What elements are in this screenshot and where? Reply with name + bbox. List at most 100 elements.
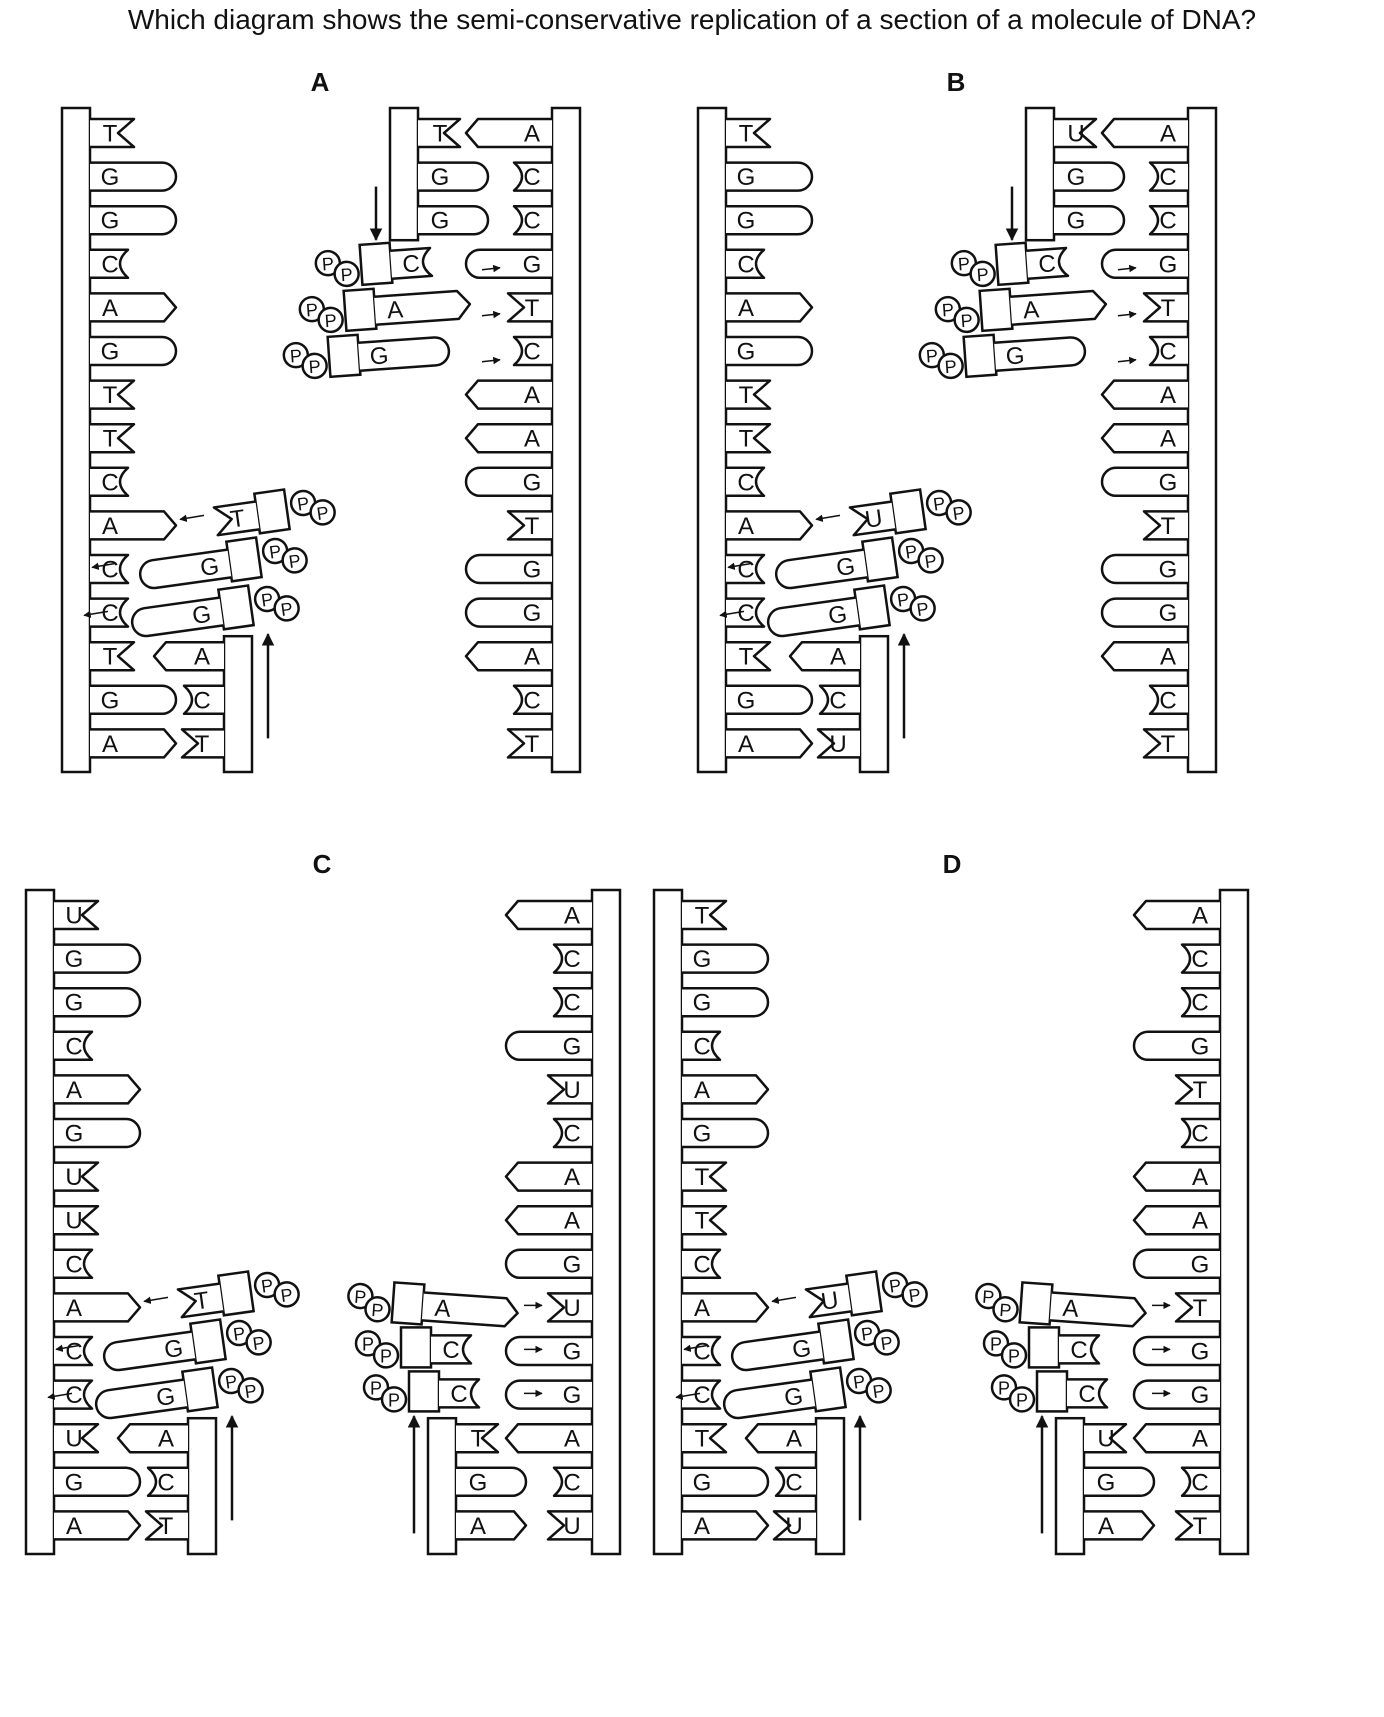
left-parent-base-11-label: C — [693, 1382, 710, 1409]
left-new-base-1 — [774, 1466, 816, 1498]
left-free-nucleotide-2-phosphates-p1-label: P — [896, 589, 911, 610]
left-free-nucleotide-0-phosphates-p2 — [309, 499, 336, 526]
right-parent-base-4 — [506, 292, 552, 323]
left-free-nucleotide-2-phosphates-p2-label: P — [279, 599, 294, 620]
left-parent-base-14-label: A — [738, 731, 754, 758]
right-parent-base-0-label: A — [564, 903, 580, 930]
right-free-nucleotide-2-base — [358, 336, 451, 372]
right-free-nucleotide-1-phosphates-p1 — [298, 295, 326, 323]
left-free-nucleotide-1-phosphates-p1-label: P — [268, 541, 283, 562]
right-parent-base-1-label: C — [563, 946, 580, 973]
left-parent-base-11-label: C — [101, 600, 118, 627]
left-parent-base-4 — [54, 1074, 142, 1105]
left-free-nucleotide-1-phosphates-p1-label: P — [232, 1323, 247, 1344]
right-free-nucleotide-1: CPP — [354, 1326, 473, 1369]
right-parent-base-2-label: C — [1159, 208, 1176, 235]
left-parent-base-6-label: U — [65, 1164, 82, 1191]
right-parent-base-4 — [1174, 1074, 1220, 1105]
left-parent-base-9-label: A — [102, 513, 118, 540]
right-parent-base-8 — [1100, 466, 1188, 498]
right-free-nucleotide-0-base-label: A — [1062, 1295, 1080, 1323]
left-free-nucleotide-1-base-label: G — [163, 1335, 185, 1364]
right-free-nucleotide-1-phosphates-p2 — [1000, 1342, 1028, 1369]
right-free-nucleotide-1-phosphates-p2-label: P — [1008, 1346, 1020, 1366]
right-free-nucleotide-0-phosphates-p2 — [992, 1296, 1019, 1323]
left-parent-base-2-label: G — [693, 990, 712, 1017]
left-free-nucleotide-2-sugar — [180, 1366, 220, 1413]
left-parent-base-11 — [682, 1379, 722, 1410]
right-new-base-2-label: G — [431, 208, 450, 235]
right-parent-base-11-label: G — [523, 600, 542, 627]
right-parent-base-11 — [464, 597, 552, 628]
right-parent-backbone — [590, 888, 622, 1556]
left-parent-base-7-label: T — [739, 426, 754, 453]
right-new-base-0-label: U — [1067, 121, 1084, 148]
left-parent-base-6-label: T — [739, 382, 754, 409]
left-free-arrow-2 — [719, 610, 745, 618]
left-free-nucleotide-2-base — [722, 1378, 816, 1420]
left-parent-base-1 — [54, 943, 142, 974]
right-free-nucleotide-1: APP — [298, 287, 472, 334]
right-free-nucleotide-0-phosphates-p2-label: P — [371, 1300, 384, 1321]
left-parent-base-12 — [682, 1422, 728, 1454]
left-parent-backbone — [24, 888, 56, 1556]
right-parent-base-0-label: A — [1160, 121, 1176, 148]
left-parent-base-2-label: G — [101, 208, 120, 235]
right-parent-base-3 — [1100, 248, 1188, 280]
left-free-nucleotide-1-phosphates-p2 — [281, 547, 308, 574]
left-parent-base-3 — [726, 248, 766, 280]
left-parent-base-4-label: A — [102, 295, 118, 322]
right-new-base-1-label: G — [431, 164, 450, 191]
right-parent-base-6-label: A — [1192, 1164, 1208, 1191]
left-free-nucleotide-0-phosphates-p2-label: P — [315, 503, 330, 524]
left-parent-base-6 — [90, 379, 136, 410]
right-free-nucleotide-1-phosphates-p1 — [982, 1330, 1010, 1357]
right-free-nucleotide-2-phosphates-p1-label: P — [998, 1378, 1010, 1398]
right-parent-base-4-label: U — [563, 1077, 580, 1104]
left-new-base-0-label: A — [194, 644, 210, 671]
left-parent-base-3 — [54, 1030, 94, 1062]
left-parent-base-1-label: G — [65, 946, 84, 973]
left-free-nucleotide-1-base-label: G — [199, 553, 221, 582]
left-parent-base-1-label: G — [101, 164, 120, 191]
right-parent-base-5-label: C — [563, 1121, 580, 1148]
left-free-nucleotide-2-phosphates-p2-label: P — [243, 1381, 258, 1402]
right-parent-base-10-label: G — [1191, 1339, 1210, 1366]
right-new-base-2-label: G — [1067, 208, 1086, 235]
left-parent-base-11-label: C — [65, 1382, 82, 1409]
right-new-base-1 — [456, 1466, 528, 1498]
right-parent-base-0 — [1100, 117, 1188, 149]
right-parent-base-11 — [1132, 1379, 1220, 1410]
left-parent-base-9-label: A — [66, 1295, 82, 1322]
left-parent-base-0 — [726, 117, 772, 149]
left-new-base-1-label: C — [829, 687, 846, 714]
left-new-base-0 — [788, 640, 860, 672]
right-parent-base-13 — [512, 684, 552, 716]
left-free-nucleotide-2-sugar — [808, 1366, 848, 1413]
right-free-nucleotide-0-phosphates-p2 — [969, 260, 996, 288]
left-parent-base-2 — [54, 986, 142, 1018]
right-parent-base-3-label: G — [563, 1033, 582, 1060]
left-free-nucleotide-2-base — [94, 1378, 188, 1420]
left-parent-base-0-label: U — [65, 903, 82, 930]
left-parent-base-10-label: C — [101, 557, 118, 584]
right-free-nucleotide-0-phosphates-p2-label: P — [340, 264, 353, 285]
right-parent-base-9 — [546, 1292, 592, 1323]
left-free-arrow-2 — [83, 610, 109, 618]
right-free-nucleotide-2-base-label: G — [369, 342, 390, 370]
right-free-nucleotide-0-base — [1026, 246, 1070, 280]
left-parent-base-1 — [726, 161, 814, 192]
left-new-base-2-label: T — [159, 1513, 174, 1540]
left-parent-base-13 — [726, 684, 814, 716]
left-parent-base-9-label: A — [694, 1295, 710, 1322]
left-free-nucleotide-0-phosphates-p1-label: P — [260, 1275, 275, 1296]
right-parent-base-10-label: G — [563, 1339, 582, 1366]
left-free-nucleotide-1-phosphates-p2-label: P — [879, 1333, 894, 1354]
right-new-base-0-label: T — [433, 121, 448, 148]
